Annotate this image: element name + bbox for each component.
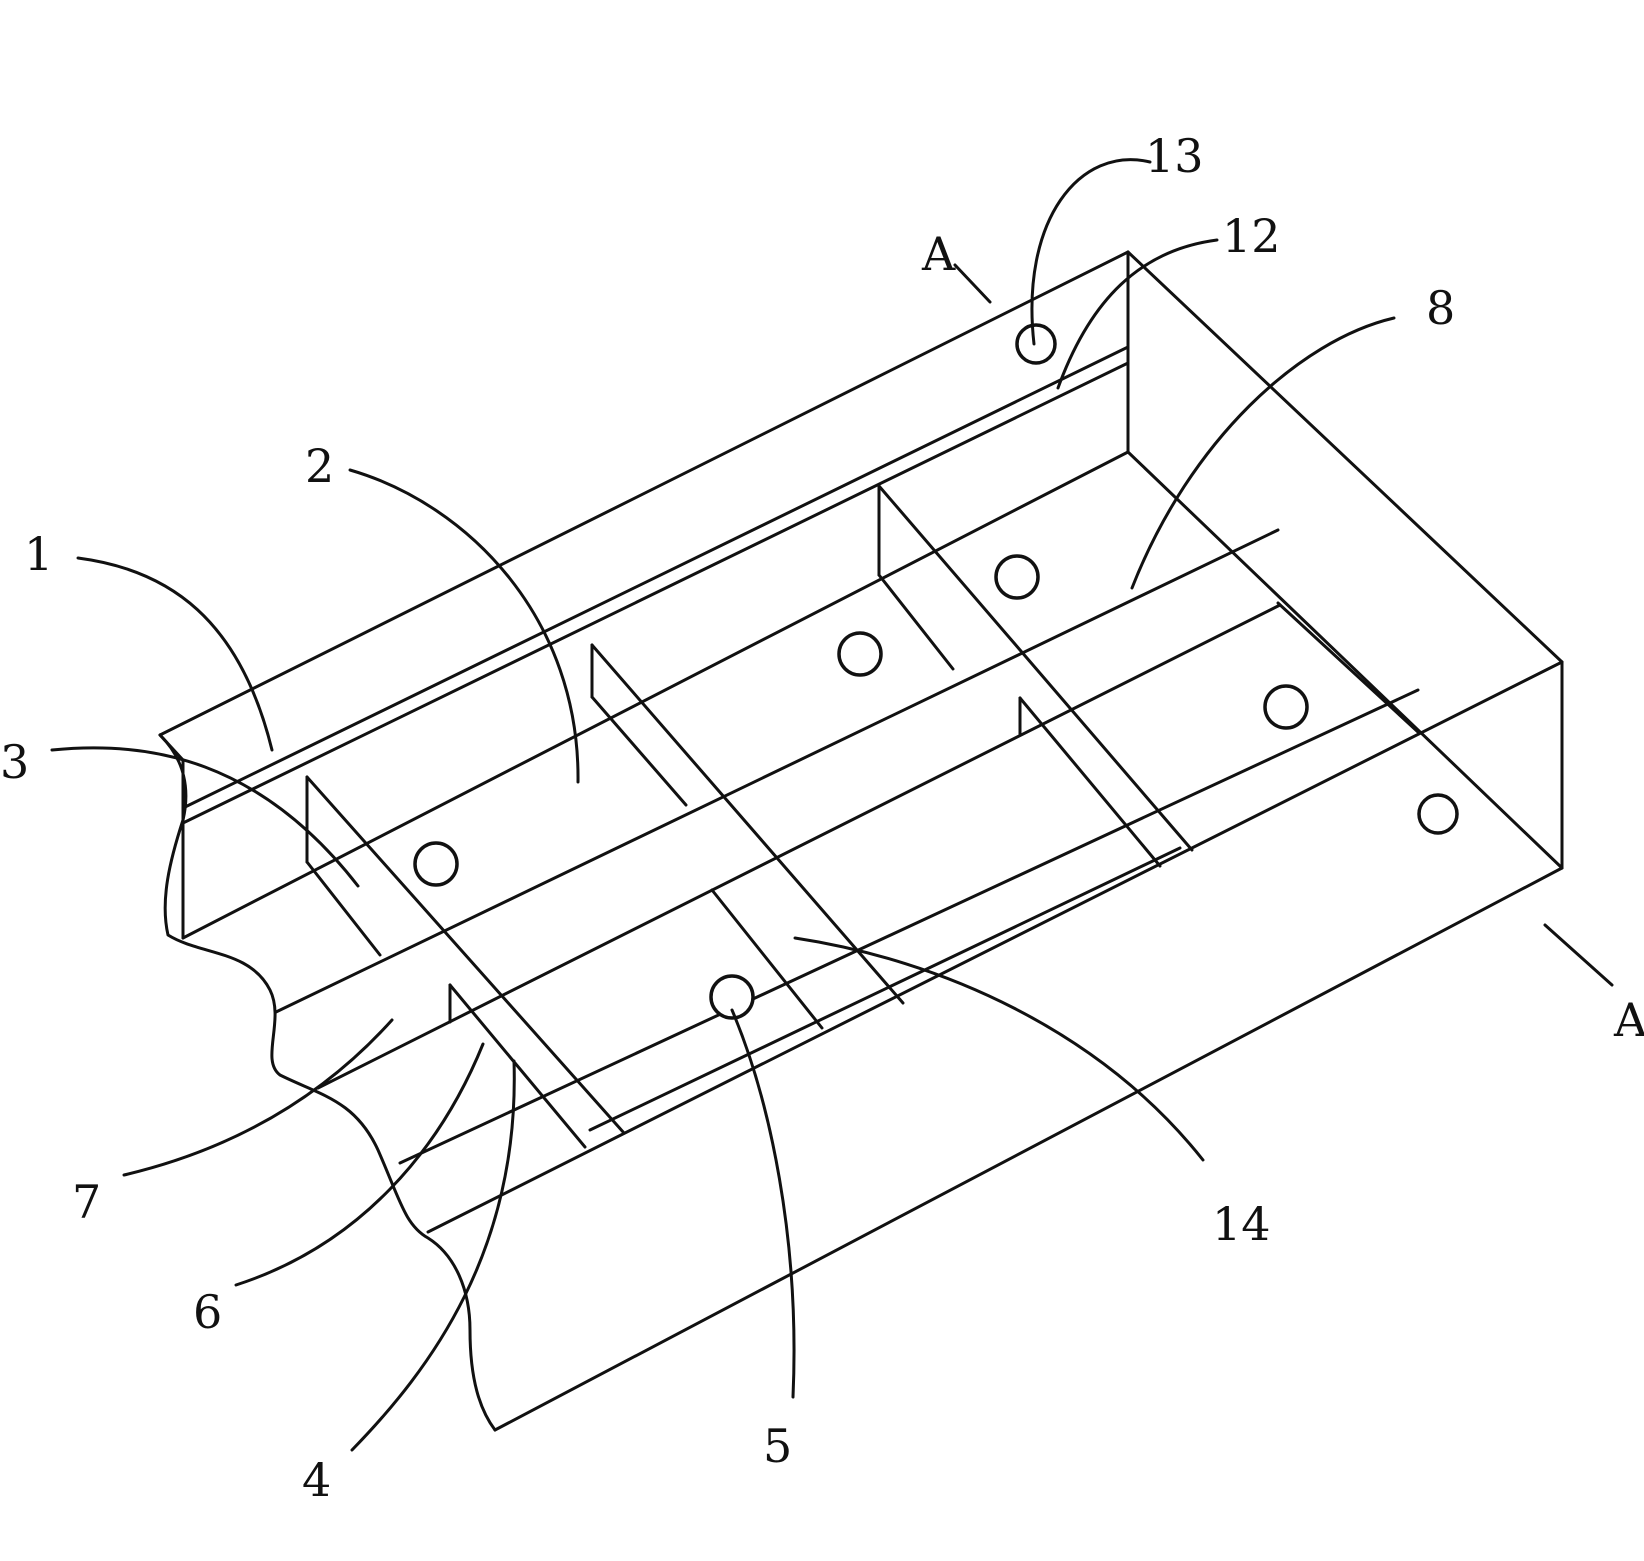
leader-3 [50,746,360,888]
label-6: 6 [193,1285,222,1339]
partition-3-a [877,484,1194,852]
partition-1-a [305,775,626,1135]
front-bottom-edge [493,866,1564,1432]
label-4: 4 [302,1453,331,1507]
leader-6 [234,1042,485,1287]
hole-right-floor [1263,684,1309,730]
partition-2-a [590,643,905,1005]
right-end-floor-edge [1126,450,1564,870]
label-2: 2 [305,439,334,493]
rib-long-4 [398,688,1420,1165]
partition-3-d [1018,696,1162,868]
partition-2-b [590,695,688,807]
reference-labels: 1 2 3 4 5 6 7 8 12 13 14 A A [0,129,1644,1507]
label-section-top: A [921,227,956,281]
leader-14 [793,936,1205,1162]
back-wall-groove-lower [181,361,1130,825]
rib-long-5 [588,846,1182,1132]
partition-1-d [448,983,587,1149]
ribs [181,450,1420,1165]
holes [413,323,1459,1020]
label-14: 14 [1212,1197,1271,1251]
label-13: 13 [1145,129,1204,183]
hole-front-right [1417,793,1459,835]
hole-left-floor [413,841,459,887]
leader-A-bottom [1543,923,1614,987]
partition-1-b [305,860,382,957]
right-end-top-edge [1126,250,1564,664]
label-section-bottom: A [1613,993,1644,1047]
partition-2-c [710,888,824,1030]
outer-frame [158,250,1564,1432]
label-1: 1 [24,527,53,581]
leader-5 [730,1008,796,1399]
back-wall-top-edge [158,250,1130,737]
label-3: 3 [0,735,29,789]
hole-13 [1015,323,1057,365]
partition-4 [1276,601,1420,734]
leader-1 [76,556,274,752]
leader-7 [122,1018,394,1177]
hole-5 [709,974,755,1020]
leader-A-top [953,263,992,304]
leader-13 [1030,158,1152,346]
hole-upper-mid [837,631,883,677]
leader-8 [1130,316,1396,590]
leader-4 [350,1059,516,1452]
rib-long-1 [181,450,1130,940]
leader-lines [50,158,1614,1452]
partition-3-b [877,573,955,671]
label-12: 12 [1222,209,1281,263]
leader-12 [1056,238,1219,390]
label-7: 7 [72,1175,101,1229]
front-top-edge [426,660,1564,1234]
label-8: 8 [1426,281,1455,335]
rib-long-3 [316,603,1282,1090]
leader-2 [348,468,580,784]
back-wall-groove-upper [181,345,1130,810]
label-5: 5 [763,1419,792,1473]
hole-upper-right [994,554,1040,600]
